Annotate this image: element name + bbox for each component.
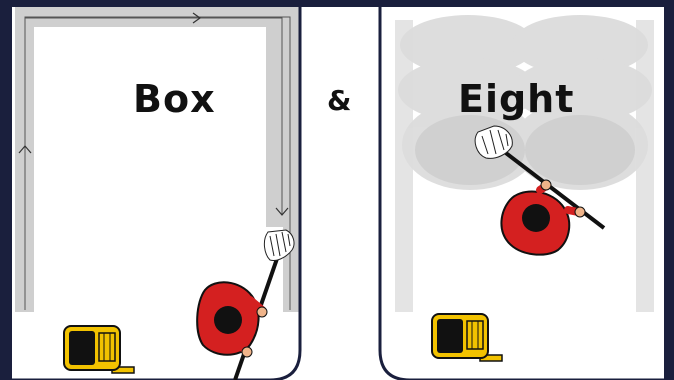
- box-path-left-lane: [15, 7, 33, 312]
- mop-bucket-icon: [64, 326, 134, 373]
- janitor-box: [197, 230, 294, 380]
- eight-pattern-title: Eight: [458, 80, 574, 118]
- box-path: [15, 7, 300, 312]
- mop-bucket-icon: [432, 314, 502, 361]
- eight-panel: [380, 0, 674, 380]
- ampersand: &: [327, 87, 351, 115]
- janitor-head: [522, 204, 550, 232]
- top-bar: [0, 0, 674, 7]
- eight-panel-right-edge: [664, 0, 674, 380]
- box-path-right-lane: [266, 7, 284, 227]
- box-panel-left-edge: [0, 0, 12, 380]
- box-direction-line: [25, 17, 290, 310]
- box-pattern-title: Box: [133, 80, 216, 118]
- janitor-head: [214, 306, 242, 334]
